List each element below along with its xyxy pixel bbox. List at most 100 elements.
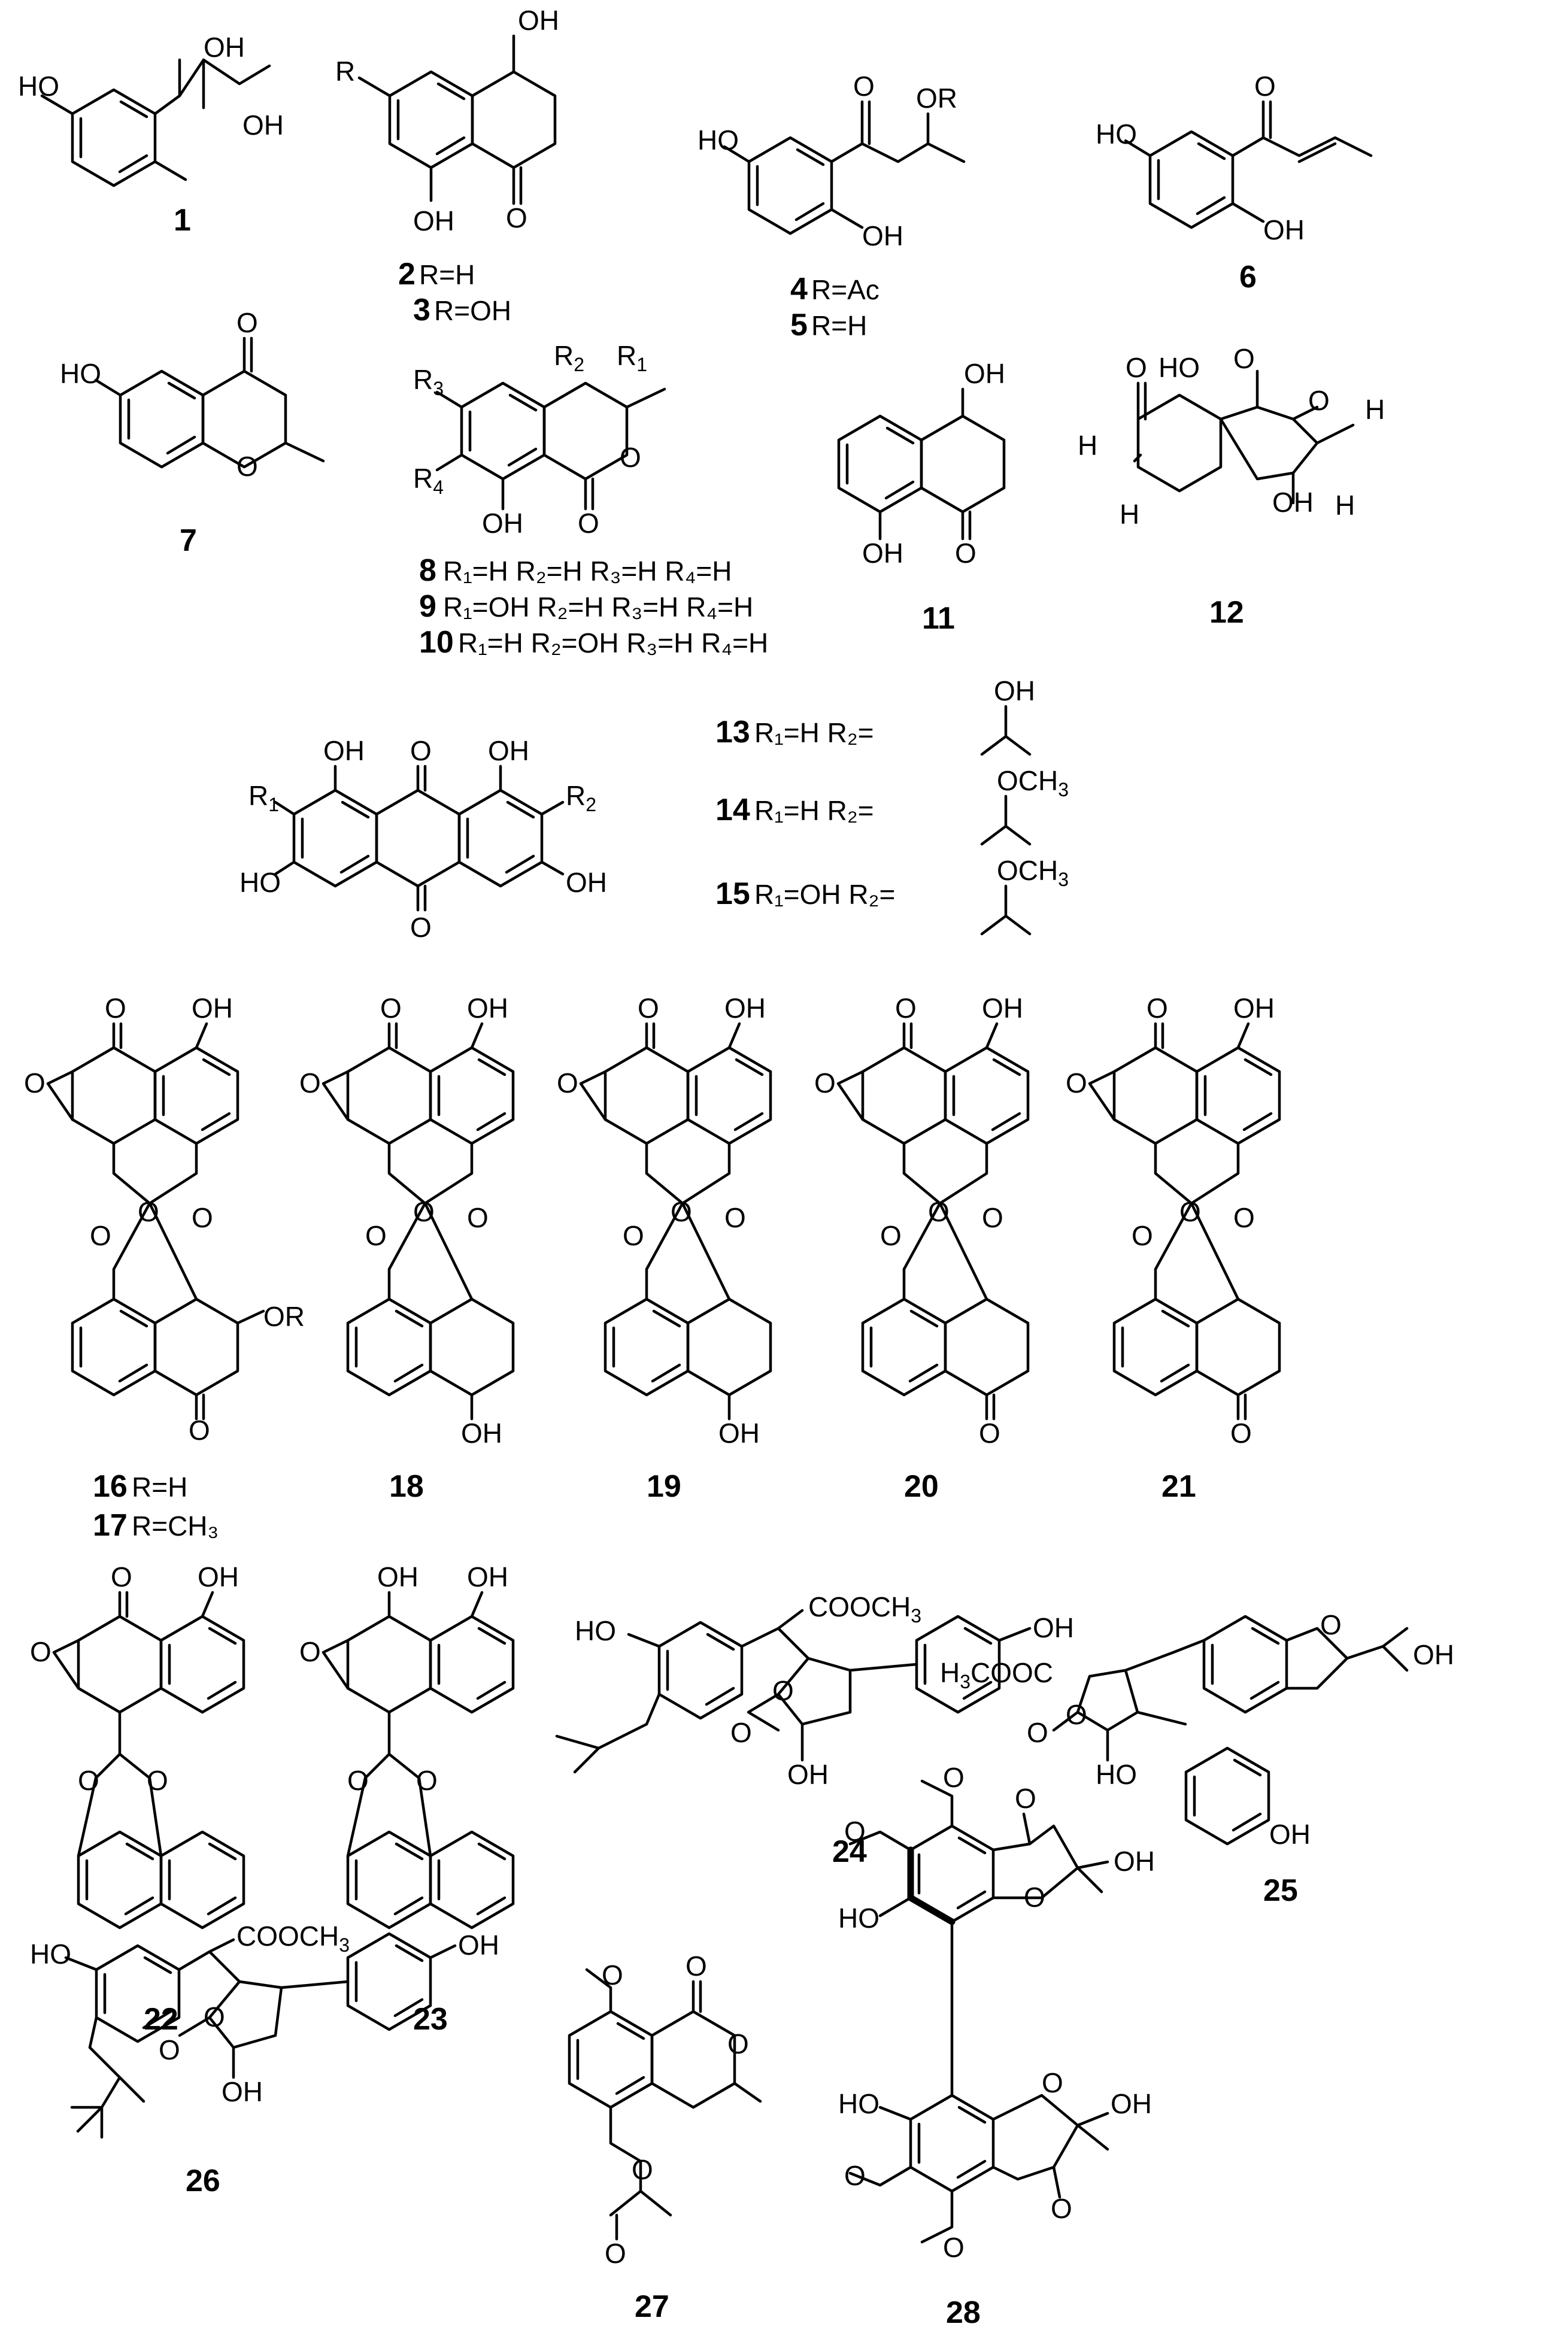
compound-13-14-15: OH O OH R1 R2 HO OH O 13 R₁=H R₂= OH 14 … [239, 675, 1069, 943]
oh-label: OH [242, 110, 284, 141]
o-label: O [159, 2034, 180, 2065]
oh-label: OH [1111, 2088, 1152, 2119]
compound-number-19: 19 [647, 1469, 681, 1504]
o-label: O [138, 1196, 159, 1227]
o-label: O [365, 1220, 387, 1251]
compound-18: O OH O O O O OH 18 [299, 993, 513, 1504]
o-label: O [1233, 1202, 1255, 1233]
oh-label: OH [467, 1561, 508, 1592]
compound-number-20: 20 [904, 1469, 939, 1504]
compound-16-17: O OH O O O O OR O 16 R=H 17 R=CH₃ [24, 993, 305, 1543]
oh-label: OH [566, 867, 607, 898]
o-label: O [730, 1717, 752, 1748]
compound-4-5: HO O OR OH 4 R=Ac 5 R=H [697, 71, 966, 342]
compound-number-15: 15 [715, 876, 750, 911]
compound-number-22: 22 [144, 2002, 178, 2037]
oh-label: OH [192, 993, 233, 1024]
o-label: O [347, 1765, 369, 1796]
h-label: H [1365, 394, 1385, 425]
oh-label: HO [60, 358, 101, 389]
o-label: O [844, 2160, 866, 2191]
h-label: H [1120, 499, 1139, 530]
oh-label: OH [964, 358, 1005, 389]
compound-number-4: 4 [790, 272, 808, 307]
o-label: O [1015, 1783, 1036, 1814]
compound-number-14: 14 [715, 793, 750, 827]
compound-7: HO O O 7 [60, 307, 325, 558]
o-label: O [1179, 1196, 1201, 1227]
o-label: O [380, 993, 402, 1024]
oh-label: OH [467, 993, 508, 1024]
oh-label: OH [488, 735, 529, 766]
oh-label: OH [1114, 1846, 1155, 1877]
o-label: O [671, 1196, 692, 1227]
o-label: O [605, 2238, 626, 2269]
oh-label: HO [239, 867, 281, 898]
o-label: O [410, 912, 432, 943]
oh-label: HO [1096, 1759, 1137, 1790]
or-label: OR [263, 1301, 305, 1332]
o-label: O [727, 2028, 749, 2059]
o-label: O [638, 993, 659, 1024]
oh-label: OH [461, 1418, 502, 1449]
oh-label: HO [1158, 352, 1200, 383]
o-label: O [943, 1762, 965, 1793]
variant-14: R₁=H R₂= [754, 795, 874, 826]
compound-number-1: 1 [174, 203, 191, 238]
compound-number-11: 11 [922, 601, 955, 636]
o-label: O [467, 1202, 489, 1233]
o-label: O [111, 1561, 132, 1592]
o-label: O [955, 538, 976, 569]
compound-26: HO COOCH3 O O OH OH 26 [30, 1921, 499, 2198]
o-label: O [299, 1636, 321, 1667]
compound-19: O OH O O O O OH 19 [557, 993, 771, 1504]
o-label: O [1147, 993, 1168, 1024]
oh-label: OH [1233, 993, 1275, 1024]
o-label: O [632, 2154, 653, 2185]
o-label: O [189, 1415, 210, 1446]
oh-label: HO [838, 2088, 879, 2119]
o-label: O [1126, 352, 1147, 383]
oh-label: HO [697, 125, 739, 156]
oh-label: OH [1033, 1612, 1074, 1643]
or-label: OR [916, 83, 957, 114]
o-label: O [506, 202, 527, 233]
r3-label: R3 [413, 364, 444, 399]
compound-25: H3COOC O OH O O HO OH 25 [940, 1609, 1454, 1908]
compound-number-10: 10 [419, 625, 454, 660]
oh-label: OH [458, 1930, 499, 1961]
compound-number-12: 12 [1209, 595, 1244, 630]
o-label: O [1320, 1609, 1342, 1640]
o-label: O [24, 1067, 46, 1099]
o-label: O [1051, 2193, 1072, 2224]
o-label: O [1042, 2067, 1063, 2098]
o-label: O [410, 735, 432, 766]
o-label: O [724, 1202, 746, 1233]
compound-number-17: 17 [93, 1508, 128, 1543]
r2-label: R2 [554, 340, 584, 375]
o-label: O [236, 307, 258, 338]
o-label: O [853, 71, 875, 102]
oh-label: OH [518, 5, 559, 36]
variant-16: R=H [132, 1472, 187, 1503]
compound-number-25: 25 [1263, 1873, 1298, 1908]
o-label: O [772, 1675, 794, 1706]
compound-number-21: 21 [1161, 1469, 1196, 1504]
oh-label: OH [724, 993, 766, 1024]
compound-24: HO COOCH3 O O OH OH 24 [555, 1591, 1074, 1869]
compound-number-3: 3 [413, 293, 430, 327]
och3-label: OCH3 [997, 855, 1069, 890]
o-label: O [895, 993, 917, 1024]
o-label: O [1233, 343, 1255, 374]
oh-label: OH [1263, 214, 1305, 245]
o-label: O [1254, 71, 1276, 102]
o-label: O [1024, 1882, 1045, 1913]
o-label: O [192, 1202, 213, 1233]
o-label: O [928, 1196, 950, 1227]
compound-12: O HO O O H H H H OH 12 [1078, 343, 1385, 630]
o-label: O [982, 1202, 1003, 1233]
variant-13: R₁=H R₂= [754, 717, 874, 748]
o-label: O [557, 1067, 578, 1099]
variant-9: R₁=OH R₂=H R₃=H R₄=H [443, 591, 753, 623]
oh-label: HO [1096, 119, 1137, 150]
